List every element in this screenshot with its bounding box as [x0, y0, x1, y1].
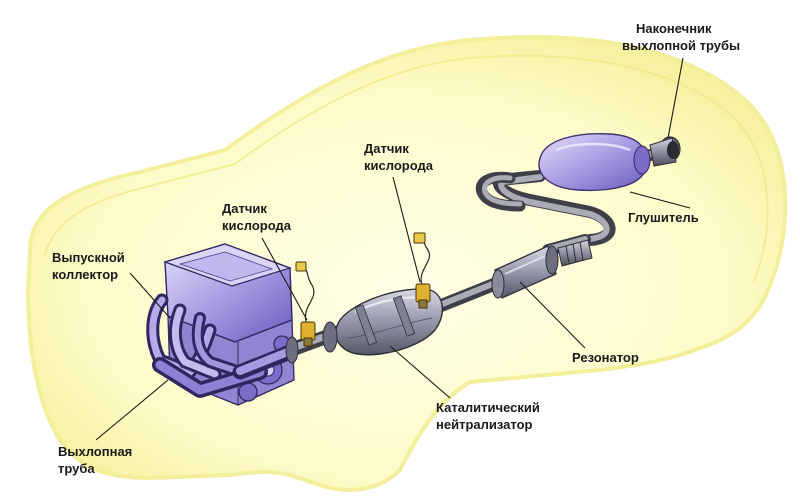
- car-body-outline: [44, 54, 769, 283]
- label-exhaust-manifold: Выпускной коллектор: [52, 250, 128, 282]
- flex-pipe: [557, 239, 593, 267]
- leader-lines: [95, 57, 691, 441]
- car-silhouette: [25, 35, 788, 492]
- labels: Наконечник выхлопной трубы Глушитель Дат…: [52, 21, 740, 476]
- label-muffler: Глушитель: [628, 210, 699, 225]
- car-body-glow: [25, 35, 788, 492]
- label-resonator: Резонатор: [572, 350, 639, 365]
- tailpipe-tip: [649, 136, 681, 167]
- exhaust-manifold: [146, 293, 299, 398]
- o2-sensor-rear: [413, 232, 431, 309]
- catalytic-converter: [322, 288, 443, 356]
- o2-sensor-front: [295, 261, 316, 347]
- muffler: [538, 133, 651, 192]
- label-catalytic-converter: Каталитический нейтрализатор: [436, 400, 543, 432]
- resonator: [491, 245, 559, 299]
- label-o2-sensor-rear: Датчик кислорода: [364, 141, 434, 173]
- label-tailpipe-tip: Наконечник выхлопной трубы: [622, 21, 740, 53]
- label-o2-sensor-front: Датчик кислорода: [222, 201, 292, 233]
- label-exhaust-pipe: Выхлопная труба: [58, 444, 136, 476]
